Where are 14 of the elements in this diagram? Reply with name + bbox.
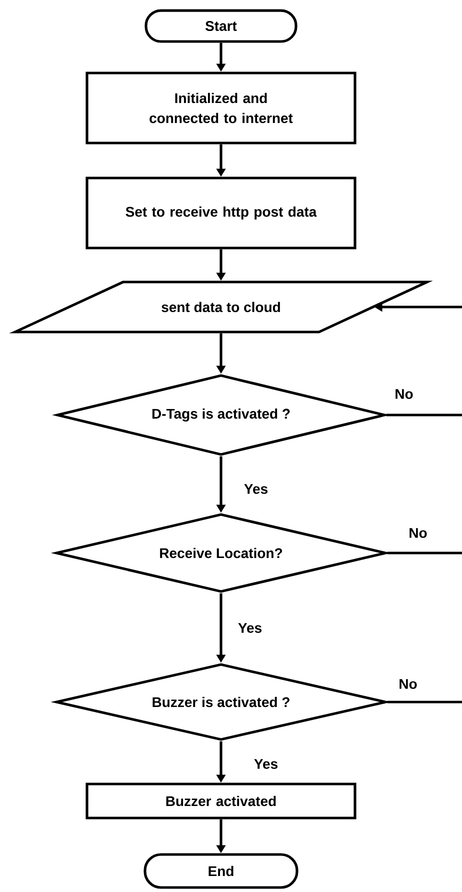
edge-label: No	[396, 389, 413, 399]
connector-line	[387, 552, 462, 554]
terminal-box: End	[144, 853, 298, 889]
edge-label: Yes	[244, 484, 268, 494]
process-box: Initialized and connected to internet	[86, 72, 356, 144]
connector-line	[386, 414, 462, 416]
process-box: Set to receive http post data	[86, 176, 356, 250]
process-box: Buzzer activated	[86, 782, 356, 820]
connector-line	[387, 700, 462, 704]
edge-label: No	[410, 528, 427, 538]
edge-label: Yes	[238, 623, 262, 633]
edge-label: Yes	[254, 759, 278, 769]
terminal-box: Start	[144, 9, 298, 43]
edge-label: No	[400, 679, 417, 689]
